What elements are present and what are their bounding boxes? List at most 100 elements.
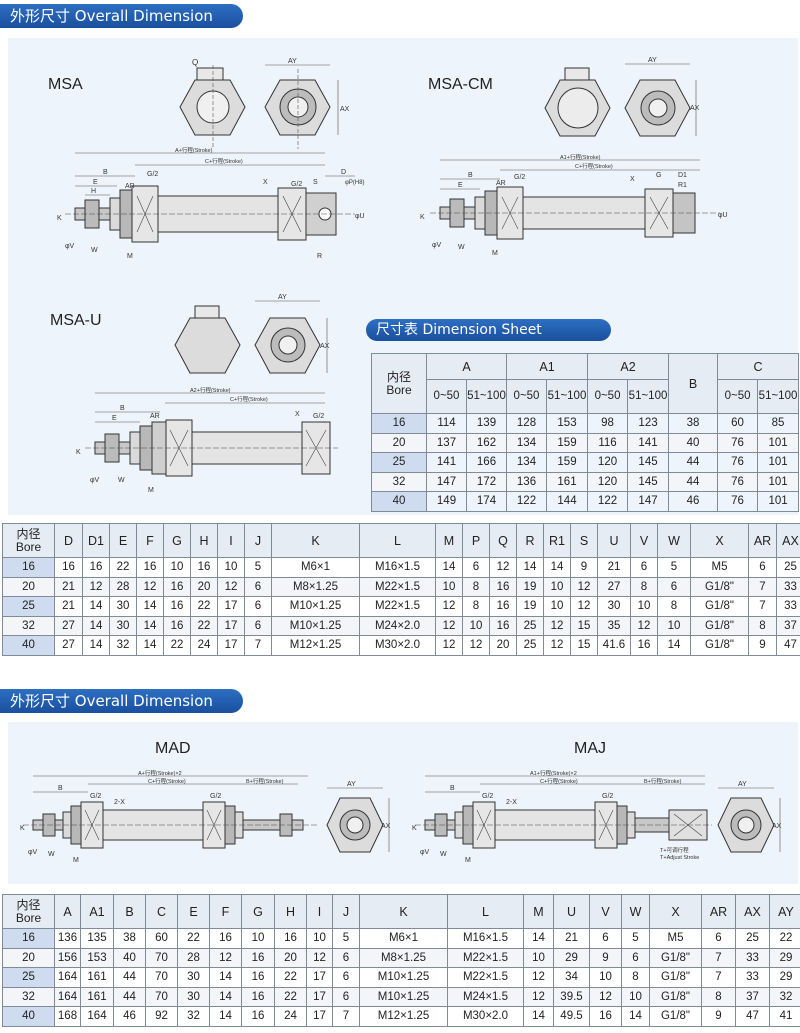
table-cell: 38	[113, 928, 146, 949]
table-cell: 128	[506, 413, 547, 434]
table-cell: 14	[82, 615, 110, 636]
sheet-subheader: 51~100	[545, 379, 589, 414]
table-cell: 10	[657, 615, 691, 636]
msa-cm-a1-stroke-label: A1+行程(Stroke)	[560, 153, 601, 161]
sheet-subheader-text: 51~100	[758, 390, 798, 402]
column-header: C	[145, 894, 178, 929]
mad-v-label: φV	[28, 849, 38, 856]
table-cell: 12	[543, 635, 571, 656]
table-cell: 33	[776, 576, 800, 597]
table-cell: 25	[516, 615, 544, 636]
table-cell: 134	[506, 432, 547, 453]
table-cell: 6	[748, 557, 777, 578]
maj-end-view-drawing: AY AX	[717, 781, 782, 853]
table-cell: 46	[668, 491, 719, 512]
table-cell: 122	[587, 491, 629, 512]
table-cell: 17	[217, 596, 245, 617]
sheet-header-a: A	[426, 353, 507, 380]
table-cell: M22×1.5	[447, 947, 524, 968]
table-cell: 6	[657, 576, 691, 597]
sheet-header-a1: A1	[505, 353, 589, 380]
column-header: E	[177, 894, 210, 929]
table-cell: 22	[109, 557, 137, 578]
column-header: I	[217, 523, 245, 558]
table-cell: 6	[332, 947, 360, 968]
msa-u-e-label: E	[112, 415, 117, 422]
table-cell: 47	[776, 635, 800, 656]
msa-cm-ay-label: AY	[648, 57, 657, 64]
table-cell: 159	[545, 452, 589, 473]
table-cell: 41	[769, 1006, 800, 1027]
table-cell: 9	[701, 1006, 736, 1027]
table-cell: G1/8"	[649, 986, 702, 1007]
bore-cell: 40	[371, 491, 427, 512]
table-cell: 15	[570, 615, 598, 636]
msa-h-label: H	[91, 188, 96, 195]
bore-cell: 16	[2, 557, 55, 578]
msa-end-views-drawing: AY AX Q	[179, 58, 350, 149]
table-cell: 161	[80, 967, 114, 988]
msa-u-b-label: B	[120, 405, 125, 412]
table-cell: 120	[587, 452, 629, 473]
table-cell: 34	[553, 967, 590, 988]
maj-m-label: M	[465, 857, 471, 864]
table-cell: 22	[274, 967, 307, 988]
table-cell: 16	[241, 947, 275, 968]
bore-cell: 20	[2, 576, 55, 597]
column-header: H	[274, 894, 307, 929]
sheet-subheader-text: 0~50	[724, 390, 751, 402]
table-cell: 76	[717, 432, 759, 453]
table-cell: 168	[54, 1006, 81, 1027]
table-cell: 28	[109, 576, 137, 597]
table-cell: 44	[668, 471, 719, 492]
mad-b-stroke-label: B+行程(Stroke)	[246, 777, 284, 785]
msa-ax-label: AX	[340, 106, 350, 113]
maj-ax-label: AX	[772, 823, 782, 830]
sheet-subheader-text: 0~50	[594, 390, 621, 402]
msa-g2-right-label: G/2	[291, 181, 302, 188]
table-cell: 10	[621, 986, 650, 1007]
bore-cell: 16	[2, 928, 55, 949]
column-header: AX	[735, 894, 770, 929]
mad-a-stroke2-label: A+行程(Stroke)×2	[138, 769, 182, 777]
mad-end-view-drawing: AY AX	[326, 781, 391, 853]
table-cell: 7	[244, 635, 272, 656]
bore-cell: 20	[371, 432, 427, 453]
table-cell: 40	[113, 947, 146, 968]
maj-a1-stroke2-label: A1+行程(Stroke)×2	[530, 769, 577, 777]
table-cell: 35	[597, 615, 631, 636]
maj-v-label: φV	[420, 849, 430, 856]
table-cell: 12	[136, 576, 164, 597]
table-cell: 16	[489, 596, 517, 617]
table-cell: 14	[136, 596, 164, 617]
table-cell: 98	[587, 413, 629, 434]
table-cell: 20	[274, 947, 307, 968]
maj-t-adjust-en-label: T+Adjust Stroke	[660, 855, 699, 861]
table-cell: 136	[506, 471, 547, 492]
table-cell: M22×1.5	[359, 576, 436, 597]
table-cell: G1/8"	[690, 596, 749, 617]
bore-cell: 20	[2, 947, 55, 968]
maj-g2-label: G/2	[482, 793, 493, 800]
table-cell: M12×1.25	[359, 1006, 448, 1027]
column-header: M	[435, 523, 463, 558]
table-cell: 122	[506, 491, 547, 512]
column-header: U	[553, 894, 590, 929]
msa-v-label: φV	[65, 243, 75, 250]
table-cell: 153	[545, 413, 589, 434]
table-cell: M24×1.5	[447, 986, 524, 1007]
table-cell: 40	[668, 432, 719, 453]
table-cell: 12	[306, 947, 333, 968]
table-cell: 156	[54, 947, 81, 968]
column-header: U	[597, 523, 631, 558]
table-cell: 14	[209, 986, 242, 1007]
table-cell: 32	[109, 635, 137, 656]
table-cell: 14	[82, 635, 110, 656]
column-header: K	[359, 894, 448, 929]
table-cell: 14	[523, 1006, 554, 1027]
table-cell: 12	[543, 615, 571, 636]
column-header: Q	[489, 523, 517, 558]
table-cell: 10	[630, 596, 658, 617]
